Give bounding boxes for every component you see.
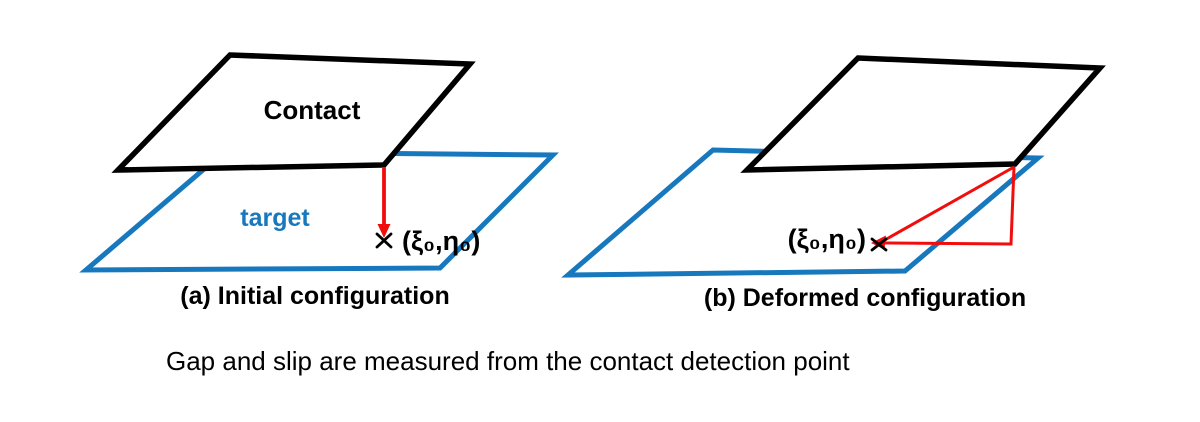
- slip-triangle-hypotenuse: [882, 165, 1015, 243]
- detection-point-label-b: (ξ₀,η₀): [787, 224, 866, 254]
- detection-point-marker-b: [870, 237, 888, 252]
- contact-label: Contact: [263, 95, 361, 125]
- figure-footnote: Gap and slip are measured from the conta…: [166, 346, 850, 376]
- detection-point-marker-a: [375, 232, 393, 249]
- target-surface-a: [79, 149, 559, 273]
- contact-surface-b: [740, 55, 1106, 173]
- slip-triangle-legs: [883, 166, 1016, 246]
- gap-arrow-head: [377, 224, 391, 238]
- target-label: target: [240, 204, 310, 232]
- caption-deformed-configuration: (b) Deformed configuration: [703, 284, 1027, 312]
- caption-initial-configuration: (a) Initial configuration: [180, 282, 450, 310]
- contact-surface-a: [111, 52, 476, 173]
- detection-point-label-a: (ξ₀,η₀): [402, 226, 481, 256]
